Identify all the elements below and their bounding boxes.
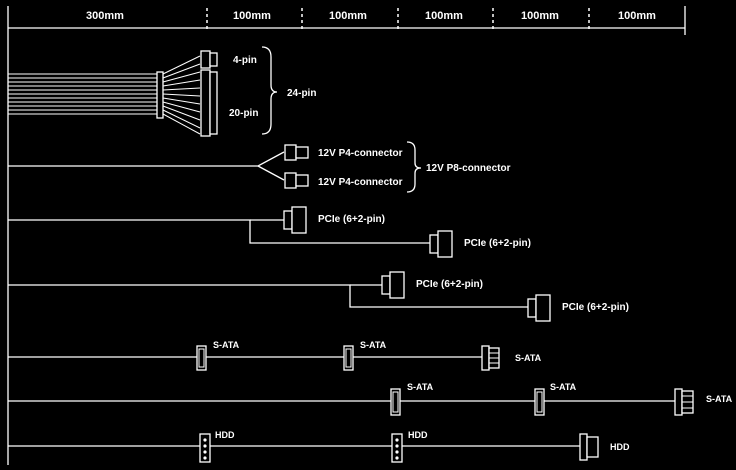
hdd-inline-pins (203, 438, 207, 460)
sata-2-inline-pin (392, 391, 399, 413)
sata-2-label: S-ATA (407, 382, 434, 392)
pcie-1-second-plug (437, 230, 453, 258)
sata-1-inline-pin (345, 348, 352, 368)
sata-1-end-connector (481, 345, 490, 371)
pcie-1-second-label: PCIe (6+2-pin) (464, 238, 531, 249)
pcie-2-wire (8, 284, 528, 308)
eps-p4-top-plug (295, 146, 309, 159)
pcie-1-first-label: PCIe (6+2-pin) (318, 214, 385, 225)
atx-4pin-plug (209, 52, 218, 67)
pcie-1-second-connector (429, 234, 439, 254)
hdd-molex-cable: HDD HDD HDD (8, 430, 630, 463)
eps-p4-bottom-plug (295, 174, 309, 187)
hdd-label: HDD (215, 430, 235, 440)
sata-2-label: S-ATA (550, 382, 577, 392)
sata-1-end-plug-lines (489, 352, 499, 364)
sata-cable-1: S-ATA S-ATA S-ATA (8, 340, 542, 371)
hdd-label: HDD (408, 430, 428, 440)
pcie-1-first-connector (283, 210, 293, 230)
atx-20pin-plug (209, 71, 218, 135)
sata-1-label: S-ATA (213, 340, 240, 350)
atx-wire-bundle (8, 73, 158, 115)
sata-2-end-plug-lines (682, 395, 693, 409)
atx-24pin-brace (261, 46, 278, 135)
sata-2-end-connector (674, 388, 683, 416)
ruler-segment-label: 100mm (233, 10, 271, 22)
ruler-segment-label: 300mm (86, 10, 124, 22)
pcie-2-first-label: PCIe (6+2-pin) (416, 279, 483, 290)
hdd-end-label: HDD (610, 442, 630, 452)
pcie-2-first-connector (381, 275, 391, 295)
atx-20pin-connector (200, 69, 211, 137)
sata-1-end-label: S-ATA (515, 353, 542, 363)
atx-4pin-label: 4-pin (233, 55, 257, 66)
eps-p4-bottom-label: 12V P4-connector (318, 177, 403, 188)
eps-p4-top-label: 12V P4-connector (318, 148, 403, 159)
pcie-2-second-plug (535, 294, 551, 322)
eps-cable-split-wire (257, 165, 285, 181)
sata-2-end-label: S-ATA (706, 394, 733, 404)
eps-p8-cable: 12V P4-connector 12V P4-connector 12V P8… (8, 141, 511, 193)
pcie-2-first-plug (389, 271, 405, 299)
hdd-inline-pins (395, 438, 399, 460)
hdd-end-connector (579, 433, 588, 461)
hdd-inline-connector (391, 433, 403, 463)
sata-1-inline-pin (198, 348, 205, 368)
length-ruler: 300mm 100mm 100mm 100mm 100mm 100mm (7, 6, 686, 465)
hdd-end-plug (586, 436, 599, 458)
atx-fanout-wires (162, 55, 201, 135)
ruler-segment-label: 100mm (425, 10, 463, 22)
ruler-dashed-ticks (206, 8, 590, 32)
pcie-cable-2: PCIe (6+2-pin) PCIe (6+2-pin) (8, 271, 629, 322)
atx-4pin-connector (200, 50, 211, 69)
atx-wire-clamp (156, 71, 164, 119)
pcie-1-wire (8, 219, 430, 244)
atx-20pin-label: 20-pin (229, 108, 258, 119)
ruler-segment-label: 100mm (618, 10, 656, 22)
eps-p4-top-connector (284, 144, 297, 161)
eps-p4-bottom-connector (284, 172, 297, 189)
sata-cable-2: S-ATA S-ATA S-ATA (8, 382, 733, 416)
pcie-2-second-label: PCIe (6+2-pin) (562, 302, 629, 313)
eps-cable-wire (8, 151, 285, 167)
atx-24pin-label: 24-pin (287, 88, 316, 99)
eps-p8-label: 12V P8-connector (426, 163, 511, 174)
hdd-inline-connector (199, 433, 211, 463)
sata-2-inline-pin (536, 391, 543, 413)
pcie-2-second-connector (527, 298, 537, 318)
sata-1-label: S-ATA (360, 340, 387, 350)
ruler-segment-label: 100mm (521, 10, 559, 22)
ruler-segment-label: 100mm (329, 10, 367, 22)
pcie-1-first-plug (291, 206, 307, 234)
eps-p8-brace (406, 141, 422, 193)
atx-24pin-cable: 4-pin 20-pin 24-pin (8, 46, 316, 137)
pcie-cable-1: PCIe (6+2-pin) PCIe (6+2-pin) (8, 206, 531, 258)
